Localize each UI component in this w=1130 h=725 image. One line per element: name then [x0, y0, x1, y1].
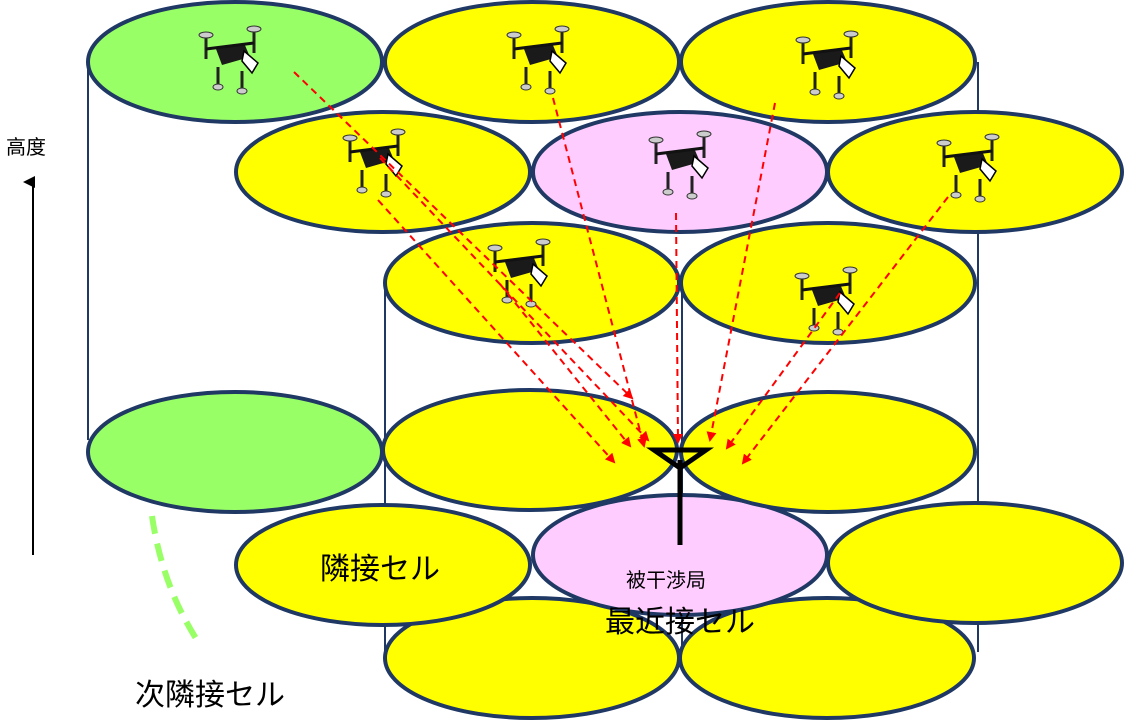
interference-arrow: [499, 283, 632, 448]
drone-icon: [648, 130, 712, 200]
interference-arrow: [741, 196, 949, 465]
ground-cell: [381, 388, 679, 512]
ground-cell: [234, 503, 532, 627]
ground-cell: [826, 501, 1124, 625]
ground-cell: [86, 390, 384, 514]
elevated-cell: [86, 0, 384, 124]
drone-icon: [487, 238, 551, 308]
altitude-label: 高度: [6, 135, 46, 159]
drone-icon: [506, 25, 570, 95]
victim-station-label: 被干渉局: [626, 568, 706, 592]
interference-arrow: [672, 212, 683, 444]
next-adjacent-cell-label: 次隣接セル: [135, 678, 285, 713]
next-adjacent-marker: [149, 515, 200, 642]
elevated-cell: [531, 110, 829, 234]
drones: [198, 25, 1000, 336]
ground-cell: [679, 390, 977, 514]
ground-cell: [678, 596, 976, 720]
base-station-antenna-icon: [645, 447, 715, 545]
elevated-cells: [86, 0, 1124, 345]
ground-cells: [86, 388, 1124, 720]
adjacent-cell-label: 隣接セル: [320, 552, 440, 587]
elevated-cell: [679, 221, 977, 345]
interference-arrow: [379, 157, 650, 442]
drone-icon: [198, 25, 262, 95]
interference-arrow: [725, 292, 841, 450]
elevated-cell: [234, 110, 532, 234]
elevated-cell: [826, 110, 1124, 234]
drone-icon: [795, 30, 859, 100]
drone-icon: [936, 133, 1000, 203]
drone-icon: [342, 128, 406, 198]
interference-arrow: [377, 199, 616, 464]
interference-arrow: [293, 71, 634, 400]
nearest-cell-label: 最近接セル: [605, 605, 755, 640]
interference-arrows: [293, 71, 949, 465]
interference-arrow: [706, 102, 776, 442]
antenna-head: [645, 447, 715, 472]
